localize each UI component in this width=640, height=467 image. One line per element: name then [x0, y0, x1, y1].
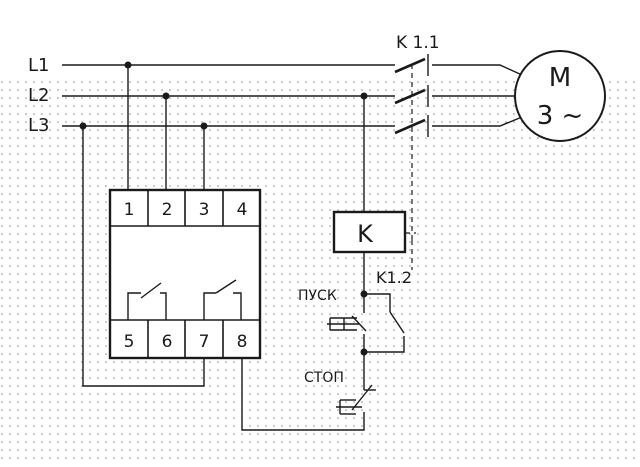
- aux-contact-k1-2: [364, 293, 405, 353]
- motor-symbol: [514, 50, 606, 142]
- stop-button-label: СТОП: [304, 370, 344, 386]
- line-label-l1: L1: [28, 55, 49, 76]
- dot-grid-background: [0, 80, 640, 462]
- line-label-l3: L3: [28, 115, 49, 136]
- motor-phase: 3 ~: [537, 101, 584, 131]
- start-button-label: ПУСК: [298, 288, 337, 304]
- wire-motor-l1: [432, 64, 523, 76]
- relay-terminal-1: 1: [124, 200, 135, 220]
- wire-l3-to-t7: [82, 126, 205, 387]
- relay-terminal-4: 4: [237, 200, 248, 220]
- relay-terminal-6: 6: [162, 332, 173, 352]
- contactor-coil-label: K: [357, 220, 374, 248]
- relay-terminal-3: 3: [199, 200, 210, 220]
- motor-letter: M: [549, 63, 571, 93]
- wire-stop-to-t8: [241, 358, 365, 431]
- main-contacts-label: K 1.1: [396, 33, 440, 53]
- relay-terminal-8: 8: [237, 332, 248, 352]
- contactor-coil: [332, 210, 407, 254]
- line-label-l2: L2: [28, 85, 49, 106]
- relay-terminal-2: 2: [162, 200, 173, 220]
- aux-contact-label: K1.2: [376, 268, 412, 287]
- relay-module: [108, 188, 262, 360]
- wire-motor-l3: [432, 116, 523, 127]
- relay-terminal-5: 5: [124, 332, 135, 352]
- stop-button: [336, 384, 376, 415]
- relay-terminal-7: 7: [199, 332, 210, 352]
- main-contacts-k1-1: [394, 54, 429, 137]
